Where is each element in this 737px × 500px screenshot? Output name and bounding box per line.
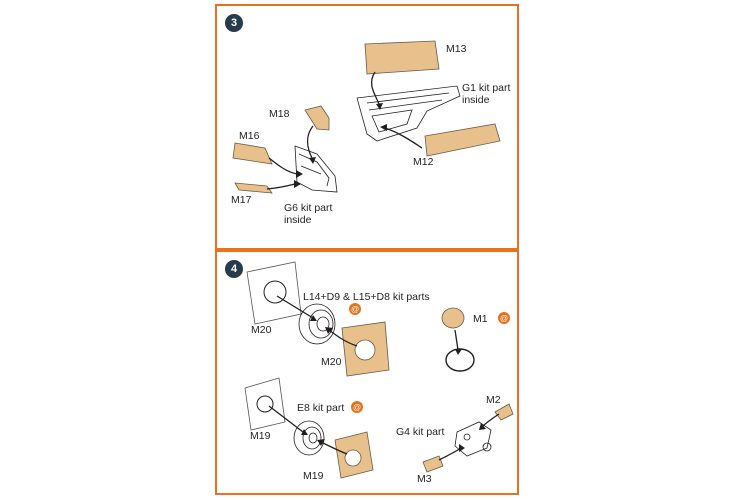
m13-part <box>364 40 440 75</box>
arrow-icon <box>371 71 380 105</box>
m1-part <box>441 307 465 329</box>
m2-part <box>494 403 514 421</box>
g1-kit-part <box>356 85 461 142</box>
svg-text:@: @ <box>353 403 361 412</box>
m18-part <box>304 105 330 131</box>
label-m2: M2 <box>486 394 501 406</box>
m12-part <box>424 123 501 157</box>
arrow-icon <box>266 183 296 190</box>
wheel-l14-d9 <box>298 303 336 345</box>
m16-part <box>232 142 273 165</box>
arrow-icon <box>268 405 304 433</box>
g6-kit-part <box>294 145 338 193</box>
arrow-icon <box>276 295 314 319</box>
label-m20-etched: M20 <box>321 356 342 368</box>
label-l14: L14+D9 & L15+D8 kit parts <box>303 291 430 303</box>
label-m1: M1 <box>473 313 488 325</box>
arrow-icon <box>268 157 298 175</box>
step-3-illustration <box>232 40 501 194</box>
step-4-panel: 4 @ @ <box>215 250 519 495</box>
arrow-icon <box>454 329 459 351</box>
label-g1: G1 kit part inside <box>462 82 511 106</box>
step-3-badge: 3 <box>225 14 243 32</box>
label-g4: G4 kit part <box>396 426 445 438</box>
wheel-e8 <box>293 420 325 456</box>
arrow-icon <box>328 329 358 347</box>
label-m12: M12 <box>413 156 434 168</box>
label-m17: M17 <box>231 194 252 206</box>
label-g6: G6 kit part inside <box>284 202 333 226</box>
step-4-illustration: @ @ @ <box>244 261 514 479</box>
arrow-icon <box>438 447 462 461</box>
g4-kit-part <box>454 421 492 457</box>
arrow-icon <box>482 413 500 427</box>
arrow-icon <box>320 441 348 455</box>
m17-part <box>234 182 273 194</box>
label-m19-white: M19 <box>250 430 271 442</box>
svg-text:@: @ <box>351 305 359 314</box>
glue-marker-icon <box>349 303 361 315</box>
arrow-icon <box>384 127 423 149</box>
label-m19-etched: M19 <box>303 470 324 482</box>
label-m3: M3 <box>417 473 432 485</box>
label-m16: M16 <box>239 130 260 142</box>
glue-marker-icon <box>498 312 510 324</box>
m3-part <box>422 455 444 473</box>
arrow-icon <box>306 125 314 159</box>
svg-text:@: @ <box>500 314 508 323</box>
step-3-panel: 3 M13 G1 kit <box>215 4 519 250</box>
label-m20-white: M20 <box>251 324 272 336</box>
label-m13: M13 <box>446 43 467 55</box>
label-m18: M18 <box>269 108 290 120</box>
step-4-badge: 4 <box>225 260 243 278</box>
glue-marker-icon <box>351 401 363 413</box>
label-e8: E8 kit part <box>297 402 345 414</box>
m1-ring <box>445 348 475 372</box>
